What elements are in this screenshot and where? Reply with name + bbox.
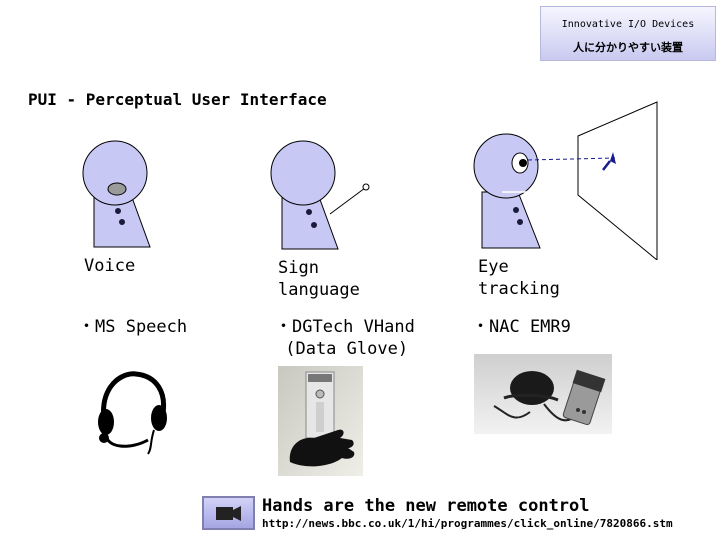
eye-tracking-figure-icon [473,101,658,260]
video-camera-icon [216,506,241,521]
label-line: Voice [84,256,136,276]
product-line: ・MS Speech [78,317,188,337]
column-label-voice: Voice [84,255,135,277]
label-line: Eye [478,257,509,277]
page-title: PUI - Perceptual User Interface [28,90,327,109]
voice-figure-icon [82,140,151,248]
data-glove-photo [278,366,363,476]
product-line: ・NAC EMR9 [472,317,571,337]
product-line: ・DGTech VHand [275,317,415,337]
video-title: Hands are the new remote control [262,496,590,516]
column-label-eye-tracking: Eye tracking [478,256,560,300]
column-label-sign-language: Sign language [278,257,360,301]
eye-tracker-photo [474,354,612,434]
label-line: tracking [478,279,560,299]
header-badge: Innovative I/O Devices 人に分かりやすい装置 [540,6,716,61]
video-url-link[interactable]: http://news.bbc.co.uk/1/hi/programmes/cl… [262,517,673,530]
headset-icon [98,371,167,455]
product-line: (Data Glove) [275,339,409,359]
label-line: language [278,280,360,300]
badge-english-text: Innovative I/O Devices [561,19,695,30]
sign-language-figure-icon [270,140,370,250]
product-ms-speech: ・MS Speech [78,316,187,338]
label-line: Sign [278,258,319,278]
product-dgtech-vhand: ・DGTech VHand (Data Glove) [275,316,415,360]
badge-japanese-text: 人に分かりやすい装置 [573,41,683,54]
video-play-button[interactable] [202,496,255,530]
product-nac-emr9: ・NAC EMR9 [472,316,571,338]
